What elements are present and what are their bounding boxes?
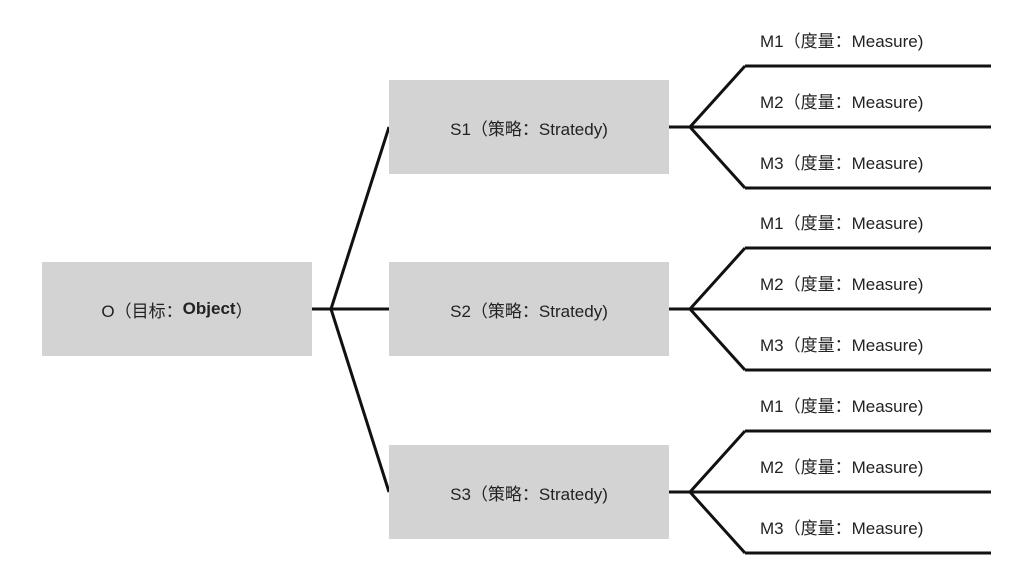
s2-branch-m3 [688, 307, 747, 372]
strategy-label: S3（策略：Stratedy) [450, 484, 608, 504]
s3-branch-m1 [688, 429, 747, 494]
s3-branch-m3 [688, 490, 747, 555]
measure-s2-m2: M2（度量：Measure) [760, 275, 924, 294]
measure-s1-m2: M2（度量：Measure) [760, 93, 924, 112]
s3-connectors [669, 429, 991, 555]
branch-to-s1 [329, 126, 391, 310]
s1-branch-m3 [688, 125, 747, 190]
measure-s3-m1: M1（度量：Measure) [760, 397, 924, 416]
objective-name: Object [182, 299, 236, 318]
measure-s1-m1: M1（度量：Measure) [760, 32, 924, 51]
objective-suffix: ） [235, 301, 253, 321]
measure-s3-m2: M2（度量：Measure) [760, 458, 924, 477]
strategy-node-s3[interactable]: S3（策略：Stratedy) [389, 445, 669, 539]
strategy-node-s2[interactable]: S2（策略：Stratedy) [389, 262, 669, 356]
measure-s1-m3: M3（度量：Measure) [760, 154, 924, 173]
strategy-node-s1[interactable]: S1（策略：Stratedy) [389, 80, 669, 174]
strategy-label: S2（策略：Stratedy) [450, 301, 608, 321]
s2-connectors [669, 246, 991, 372]
strategy-label: S1（策略：Stratedy) [450, 119, 608, 139]
measure-s2-m1: M1（度量：Measure) [760, 214, 924, 233]
s2-branch-m1 [688, 246, 747, 311]
branch-to-s3 [329, 308, 391, 493]
objective-prefix: O（目标： [101, 301, 183, 321]
objective-connectors [312, 126, 391, 493]
s1-connectors [669, 64, 991, 190]
objective-node[interactable]: O（目标：Object） [42, 262, 312, 356]
s1-branch-m1 [688, 64, 747, 129]
measure-s2-m3: M3（度量：Measure) [760, 336, 924, 355]
measure-s3-m3: M3（度量：Measure) [760, 519, 924, 538]
